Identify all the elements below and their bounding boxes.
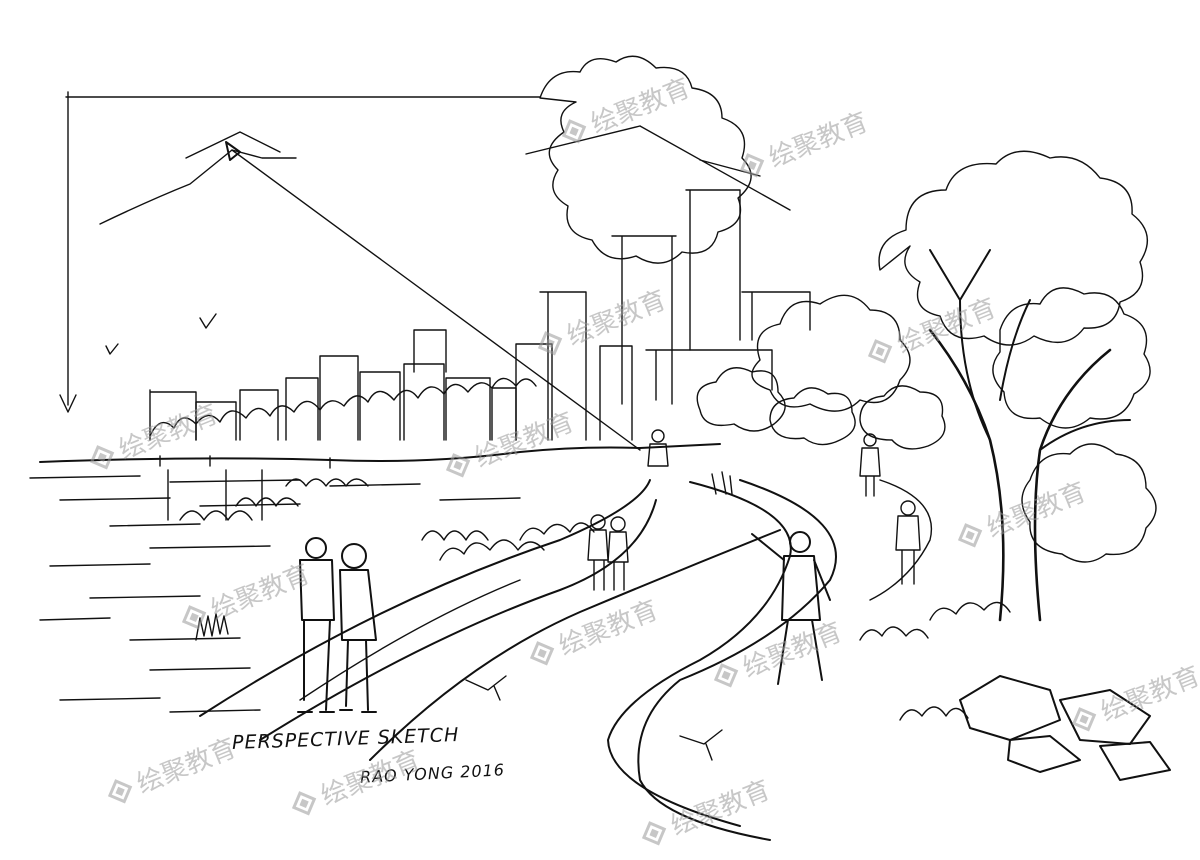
watermark: 绘聚教育: [437, 402, 579, 488]
logo-icon: [445, 452, 471, 478]
couple-figures: [297, 537, 377, 713]
watermark: 绘聚教育: [99, 728, 241, 814]
logo-icon: [537, 330, 563, 356]
kite: [225, 141, 641, 451]
logo-icon: [89, 444, 115, 470]
watermark: 绘聚教育: [529, 280, 671, 366]
mountain: [99, 131, 297, 225]
watermark: 绘聚教育: [1063, 656, 1200, 742]
city-skyline: [149, 189, 811, 441]
logo-icon: [713, 662, 739, 688]
distant-walkers: [647, 429, 921, 585]
birds: [105, 313, 217, 355]
watermark: 绘聚教育: [553, 68, 695, 154]
kite-flyer: [751, 531, 831, 685]
watermark: 绘聚教育: [173, 554, 315, 640]
logo-icon: [561, 118, 587, 144]
reed-clumps: [179, 478, 489, 641]
logo-icon: [957, 522, 983, 548]
logo-icon: [107, 778, 133, 804]
watermark: 绘聚教育: [731, 102, 873, 188]
rocks: [959, 675, 1171, 781]
large-tree: [878, 150, 1157, 622]
roadside-shrubs: [439, 522, 1011, 721]
logo-icon: [291, 790, 317, 816]
watermark: 绘聚教育: [81, 394, 223, 480]
logo-icon: [641, 820, 667, 846]
watermark: 绘聚教育: [283, 740, 425, 826]
logo-icon: [1071, 706, 1097, 732]
logo-icon: [181, 604, 207, 630]
dimension-line: [59, 91, 541, 413]
path-birds: [465, 675, 723, 761]
walkway: [199, 479, 932, 841]
upper-canopy: [539, 55, 752, 264]
watermark: 绘聚教育: [949, 472, 1091, 558]
child-figures: [587, 514, 629, 591]
watermark: 绘聚教育: [705, 612, 847, 698]
logo-icon: [867, 338, 893, 364]
lake-ripples: [29, 469, 521, 713]
watermark: 绘聚教育: [633, 770, 775, 856]
logo-icon: [739, 152, 765, 178]
far-shore: [39, 443, 721, 463]
right-trees: [696, 294, 946, 450]
far-shrubs: [149, 377, 537, 437]
logo-icon: [529, 640, 555, 666]
watermark: 绘聚教育: [859, 288, 1001, 374]
watermark: 绘聚教育: [521, 590, 663, 676]
